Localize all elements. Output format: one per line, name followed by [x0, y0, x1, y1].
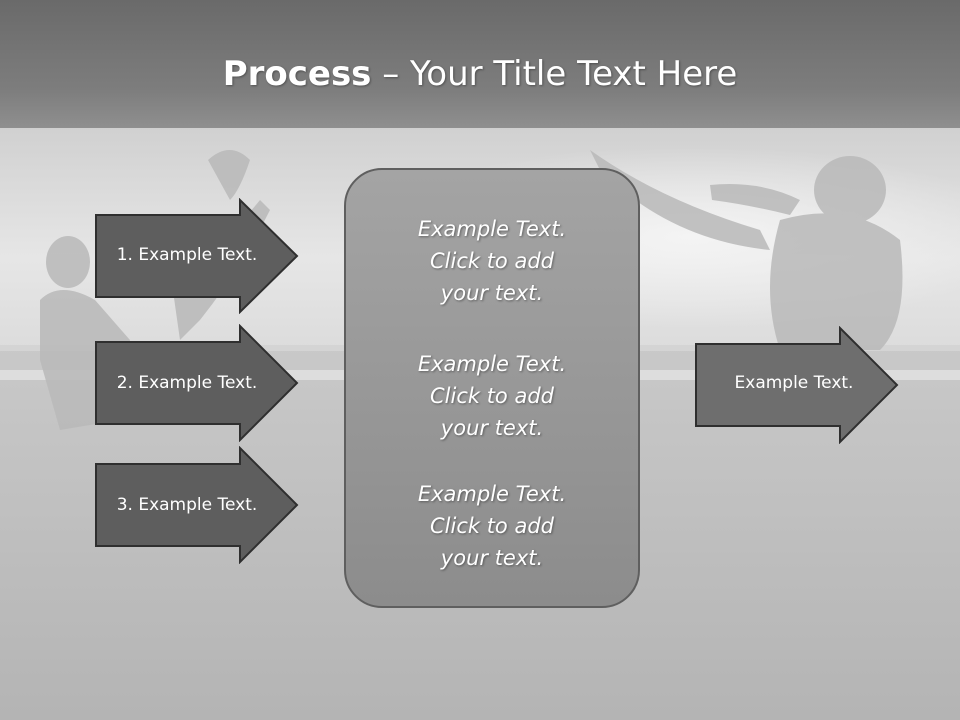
arrow-shape: [695, 326, 899, 444]
center-paragraph-3: Example Text. Click to add your text.: [417, 482, 567, 570]
left-arrow-3-label: 3. Example Text.: [116, 495, 258, 515]
title-band: [0, 0, 960, 128]
slide-title[interactable]: Process – Your Title Text Here: [0, 52, 960, 96]
left-arrow-3[interactable]: 3. Example Text.: [94, 446, 300, 564]
arrow-shape: [95, 446, 299, 564]
center-paragraph-2: Example Text. Click to add your text.: [417, 352, 567, 440]
left-arrow-1[interactable]: 1. Example Text.: [94, 198, 300, 314]
right-arrow-label: Example Text.: [734, 373, 854, 393]
right-arrow[interactable]: Example Text.: [694, 326, 900, 444]
title-bold: Process: [222, 54, 372, 94]
arrow-shape: [95, 324, 299, 442]
left-arrow-1-label: 1. Example Text.: [116, 245, 258, 265]
arrow-shape: [95, 198, 299, 314]
left-arrow-2-label: 2. Example Text.: [116, 373, 258, 393]
center-paragraph-1: Example Text. Click to add your text.: [417, 217, 567, 305]
left-arrow-2[interactable]: 2. Example Text.: [94, 324, 300, 442]
title-rest: – Your Title Text Here: [371, 54, 738, 94]
center-box[interactable]: [344, 168, 640, 608]
